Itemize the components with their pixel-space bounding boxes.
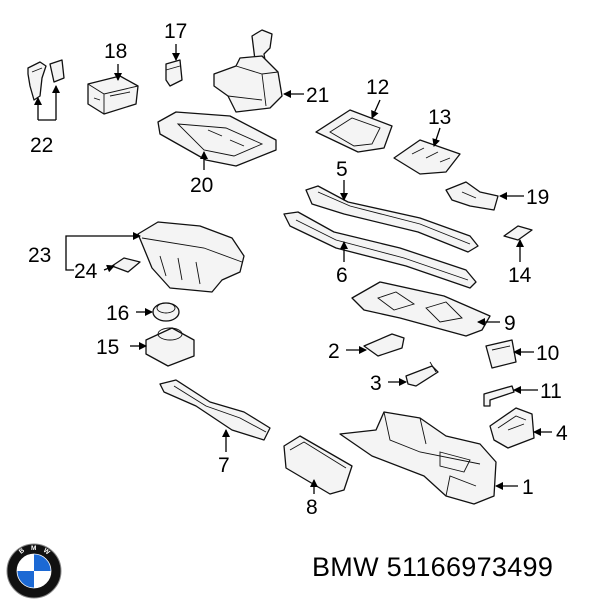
part-20-drawing <box>157 111 277 167</box>
part-17-drawing <box>165 59 183 87</box>
leader-lines <box>34 44 552 494</box>
part-11-drawing <box>483 385 515 407</box>
callout-4: 4 <box>556 422 568 445</box>
leader-23-top <box>65 232 141 254</box>
bmw-logo: B M W <box>6 543 62 599</box>
leader-12 <box>371 99 381 119</box>
leader-13 <box>432 127 441 147</box>
part-19-drawing <box>445 181 499 211</box>
callout-10: 10 <box>536 342 559 365</box>
part-5-drawing <box>305 185 479 253</box>
callout-18: 18 <box>104 40 127 63</box>
part-9-drawing <box>351 281 491 337</box>
callout-24: 24 <box>74 260 98 283</box>
part-4-drawing <box>489 407 535 449</box>
callout-3: 3 <box>370 372 382 395</box>
callout-1: 1 <box>522 476 534 499</box>
callout-9: 9 <box>504 312 516 335</box>
callout-21: 21 <box>306 84 329 107</box>
svg-text:B: B <box>18 547 26 556</box>
callout-14: 14 <box>508 264 532 287</box>
callout-12: 12 <box>366 76 389 99</box>
callout-22: 22 <box>30 134 53 157</box>
callout-15: 15 <box>96 336 119 359</box>
part-16-drawing <box>152 302 180 322</box>
part-24-drawing <box>111 257 141 273</box>
part-23-drawing <box>137 221 245 293</box>
callout-6: 6 <box>336 264 348 287</box>
part-number-caption: BMW 51166973499 <box>312 552 554 582</box>
part-15-drawing <box>145 327 195 367</box>
part-22-drawing <box>27 59 65 101</box>
part-21-drawing <box>213 29 283 113</box>
part-10-drawing <box>485 339 517 369</box>
svg-text:W: W <box>42 547 52 557</box>
callout-19: 19 <box>526 186 549 209</box>
callout-23: 23 <box>28 244 51 267</box>
callout-5: 5 <box>336 158 348 181</box>
part-7-drawing <box>159 379 271 441</box>
leader-23-bottom <box>65 254 74 271</box>
part-1-drawing <box>339 411 497 505</box>
callout-17: 17 <box>164 20 187 43</box>
callout-2: 2 <box>328 340 340 363</box>
callout-16: 16 <box>106 302 129 325</box>
callout-20: 20 <box>190 174 213 197</box>
callout-13: 13 <box>428 106 451 129</box>
part-3-drawing <box>405 361 439 387</box>
part-12-drawing <box>315 109 393 153</box>
callout-numbers: 22 18 17 21 20 12 13 5 19 6 14 23 24 9 1… <box>28 20 568 519</box>
part-14-drawing <box>503 225 533 241</box>
part-18-drawing <box>87 75 139 115</box>
part-8-drawing <box>283 435 353 495</box>
leader-24 <box>103 264 115 273</box>
callout-8: 8 <box>306 496 318 519</box>
part-6-drawing <box>283 211 477 289</box>
callout-7: 7 <box>218 454 230 477</box>
callout-11: 11 <box>540 380 562 403</box>
part-13-drawing <box>393 139 461 175</box>
part-2-drawing <box>363 333 405 357</box>
svg-text:M: M <box>31 545 36 552</box>
